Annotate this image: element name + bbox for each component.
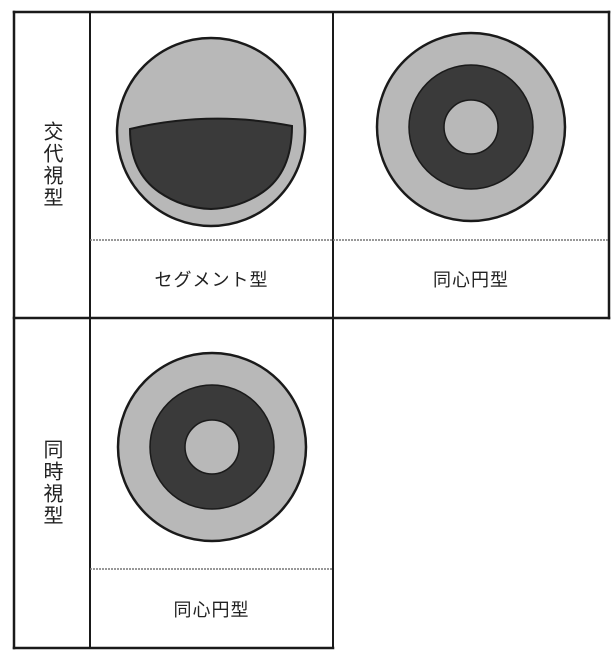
caption-text: 同心円型 <box>173 599 250 621</box>
row-label-text: 同時視型 <box>40 439 64 527</box>
row-label-simultaneous: 同時視型 <box>14 318 90 648</box>
concentric-lens-icon <box>116 351 308 543</box>
concentric-lens-center-zone <box>443 99 499 155</box>
caption-concentric: 同心円型 <box>333 240 609 318</box>
caption-text: セグメント型 <box>154 270 269 291</box>
caption-text: 同心円型 <box>433 270 509 291</box>
concentric-lens-center-zone <box>184 419 240 475</box>
grid <box>12 10 611 650</box>
segment-lens-dark-zone <box>128 117 294 211</box>
concentric-lens-icon <box>375 31 567 223</box>
segment-lens-icon <box>115 36 307 228</box>
caption-segment: セグメント型 <box>90 240 333 318</box>
row-label-alternating: 交代視型 <box>14 12 90 318</box>
caption-concentric: 同心円型 <box>90 569 333 648</box>
row-label-text: 交代視型 <box>40 121 64 209</box>
caption-dividers <box>90 239 609 570</box>
